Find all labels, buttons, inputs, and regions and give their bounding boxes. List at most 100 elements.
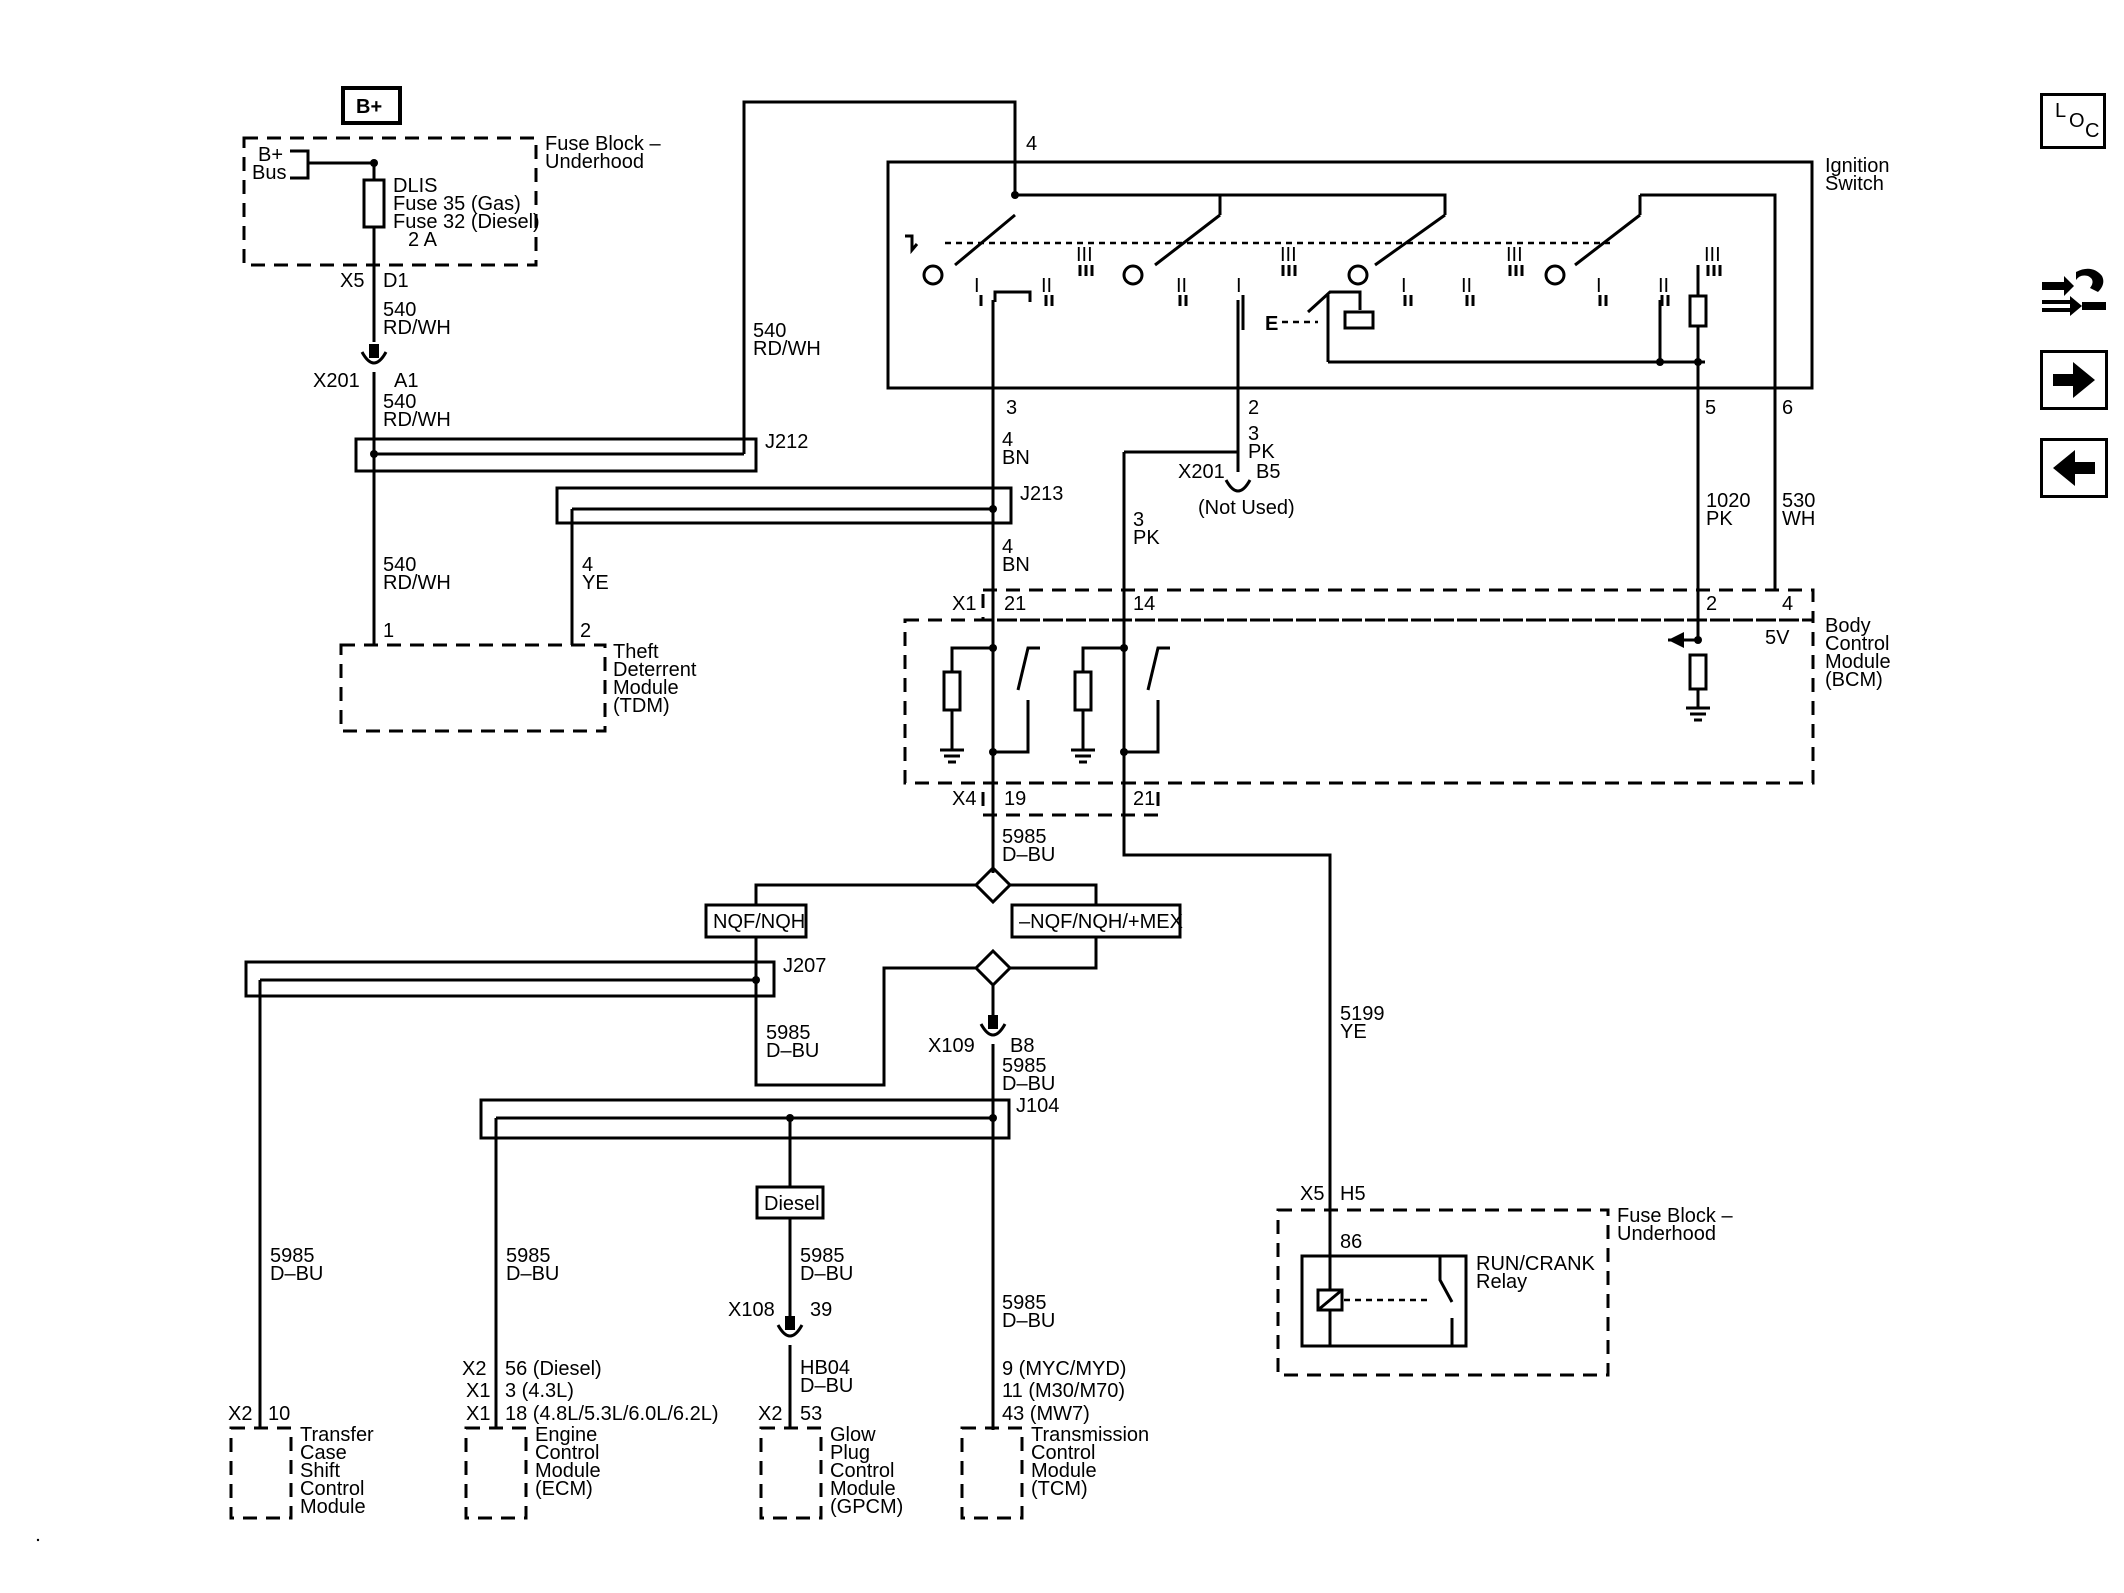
ignition-switch-title-1: Ignition xyxy=(1825,155,1890,177)
ignition-position-label-9: I xyxy=(1596,275,1602,297)
ignition-blade-1 xyxy=(954,213,1016,267)
wire-4bn-code-a: 4 xyxy=(1002,429,1013,451)
x201-a1-connector: X201 xyxy=(313,370,360,392)
bcm-x1-pin-2: 2 xyxy=(1706,593,1717,615)
run-crank-relay-box xyxy=(1300,1254,1468,1348)
x108-pin-label: 39 xyxy=(810,1299,832,1321)
tcm-pin-1: 9 (MYC/MYD) xyxy=(1002,1358,1126,1380)
bplus-bus-label-2: Bus xyxy=(252,162,286,184)
wire-3pk-code-a: 3 xyxy=(1248,423,1259,445)
ignition-common-bus-2 xyxy=(1640,193,1777,388)
wire-5985-tc-code: 5985 xyxy=(270,1245,315,1267)
transmission-control-module xyxy=(960,1426,1024,1520)
back-arrow-icon[interactable] xyxy=(2040,438,2108,498)
wire-5985-b8-color: D–BU xyxy=(1002,1073,1055,1095)
wire-1020-code: 1020 xyxy=(1706,490,1751,512)
wire-3pk-color-a: PK xyxy=(1248,441,1275,463)
ignition-position-label-2: III xyxy=(1076,244,1093,266)
x201-b5-pin: B5 xyxy=(1256,461,1280,483)
ignition-position-label-1: II xyxy=(1041,275,1052,297)
x201-a1-pin xyxy=(369,344,379,358)
x108-connector-symbol xyxy=(776,1324,804,1338)
next-arrow-icon[interactable] xyxy=(2040,350,2108,410)
wire-5199-code: 5199 xyxy=(1340,1003,1385,1025)
x109-pin xyxy=(988,1015,998,1029)
gpcm-title-4: Module xyxy=(830,1478,896,1500)
tcm-title-2: Control xyxy=(1031,1442,1095,1464)
bcm-x1-pin-4: 4 xyxy=(1782,593,1793,615)
wire-540-color-c: RD/WH xyxy=(753,338,821,360)
bcm-title-3: Module xyxy=(1825,651,1891,673)
next-arrow-svg xyxy=(2053,362,2095,398)
ignition-position-label-5: III xyxy=(1280,244,1297,266)
wire-540-code-a: 540 xyxy=(383,299,416,321)
transfer-case-shift-control-module xyxy=(229,1426,293,1520)
ignition-position-label-8: III xyxy=(1506,244,1523,266)
loc-l: L xyxy=(2055,100,2067,122)
bcm-x4-pin-19: 19 xyxy=(1004,788,1026,810)
tdm-pin-2: 2 xyxy=(580,620,591,642)
bplus-bus-label-1: B+ xyxy=(258,144,283,166)
wire-3pk-code-b: 3 xyxy=(1133,509,1144,531)
tdm-title-3: Module xyxy=(613,677,679,699)
bcm-x1-pin-21: 21 xyxy=(1004,593,1026,615)
transfer-case-connector: X2 xyxy=(228,1403,252,1425)
ignition-resistor xyxy=(1688,294,1708,328)
bcm-x1-pin-14: 14 xyxy=(1133,593,1155,615)
fuse-rating: 2 A xyxy=(408,229,438,251)
relay-title-1: RUN/CRANK xyxy=(1476,1253,1596,1275)
ignition-key-circuit xyxy=(1326,295,1705,364)
fuse-block-underhood-bottom xyxy=(1276,1208,1610,1377)
transfer-case-title-2: Case xyxy=(300,1442,347,1464)
tcm-pin-3: 43 (MW7) xyxy=(1002,1403,1090,1425)
wire-540-color-d: RD/WH xyxy=(383,572,451,594)
splice-j212-box xyxy=(354,437,758,473)
wire-1020-color: PK xyxy=(1706,508,1733,530)
x201-b5-connector: X201 xyxy=(1178,461,1225,483)
ignition-position-label-0: I xyxy=(974,275,980,297)
connector-tool-icon[interactable] xyxy=(2040,262,2110,322)
wire-4ye-code: 4 xyxy=(582,554,593,576)
x201-b5-connector-symbol xyxy=(1224,479,1252,493)
ignition-blade-4 xyxy=(1574,213,1641,267)
ignition-position-label-4: I xyxy=(1236,275,1242,297)
wire-5985-left-color: D–BU xyxy=(766,1040,819,1062)
fuse-block-title-1: Fuse Block – xyxy=(545,133,661,155)
bplus-bus-bracket xyxy=(290,149,374,180)
wire-5199 xyxy=(1122,800,1332,1255)
relay-coil-diag xyxy=(1317,1288,1343,1312)
wire-5985-b8-code: 5985 xyxy=(1002,1055,1047,1077)
component-locator-button[interactable]: L O C xyxy=(2040,93,2106,149)
ignition-position-label-3: II xyxy=(1176,275,1187,297)
tdm-title-1: Theft xyxy=(613,641,659,663)
tdm-pin-1: 1 xyxy=(383,620,394,642)
wire-5985-gp-color: D–BU xyxy=(800,1263,853,1285)
splice-j207-box xyxy=(244,960,776,998)
splice-j212-label: J212 xyxy=(765,431,808,453)
ignition-position-label-10: II xyxy=(1658,275,1669,297)
wire-5985-tcm-color: D–BU xyxy=(1002,1310,1055,1332)
bcm-x1-label: X1 xyxy=(952,593,976,615)
fuse-gas: Fuse 35 (Gas) xyxy=(393,193,521,215)
ecm-pin-2: 3 (4.3L) xyxy=(505,1380,574,1402)
fuse-block-bottom-title-1: Fuse Block – xyxy=(1617,1205,1733,1227)
wire-5985-ecm-code: 5985 xyxy=(506,1245,551,1267)
ignition-contact-4 xyxy=(1544,264,1566,286)
wire-540-color-a: RD/WH xyxy=(383,317,451,339)
transfer-case-title-1: Transfer xyxy=(300,1424,374,1446)
splice-j104-node-tcm xyxy=(989,1114,997,1122)
x201-a1-connector-symbol xyxy=(360,351,388,365)
ecm-pin-3-connector: X1 xyxy=(466,1403,490,1425)
ignition-key-switch xyxy=(1306,290,1362,314)
wire-5985-main-color: D–BU xyxy=(1002,844,1055,866)
x201-a1-pin-label: A1 xyxy=(394,370,418,392)
tcm-pin-2: 11 (M30/M70) xyxy=(1002,1380,1125,1402)
relay-contact xyxy=(1438,1256,1454,1346)
relay-pin-86: 86 xyxy=(1340,1231,1362,1253)
ignition-blade-3 xyxy=(1374,213,1446,267)
x108-connector: X108 xyxy=(728,1299,775,1321)
engine-control-module xyxy=(464,1426,528,1520)
bcm-connector-x4 xyxy=(981,781,1160,817)
ecm-title-2: Control xyxy=(535,1442,599,1464)
